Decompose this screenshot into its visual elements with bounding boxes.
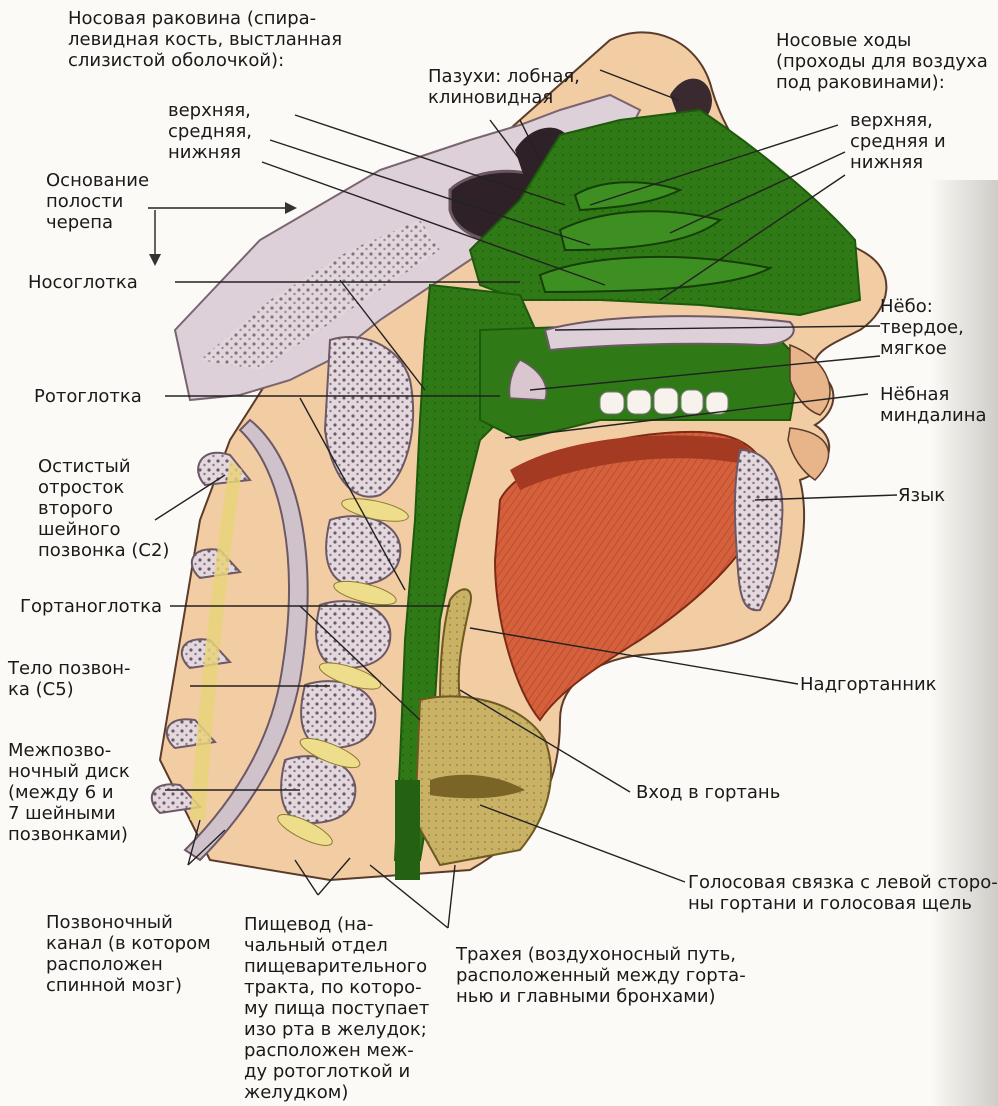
label-oropharynx: Ротоглотка: [34, 386, 142, 407]
label-larynx-entrance: Вход в гортань: [636, 782, 780, 803]
vertebra-c5: [301, 681, 375, 748]
vertebra-c4: [316, 601, 390, 668]
label-laryngopharynx: Гортаноглотка: [20, 596, 162, 617]
label-nasopharynx: Носоглотка: [28, 272, 138, 293]
vertebra-c2: [325, 337, 413, 497]
label-trachea: Трахея (воздухоносный путь,расположенный…: [456, 944, 746, 1007]
label-vertebral-body: Тело позвон-ка (С5): [8, 658, 131, 700]
label-sinuses: Пазухи: лобная,клиновидная: [428, 66, 580, 108]
label-tongue: Язык: [898, 485, 945, 506]
esophagus: [395, 780, 420, 880]
label-nasal-concha: Носовая раковина (спира-левидная кость, …: [68, 8, 342, 71]
label-concha-parts: верхняя,средняя,нижняя: [168, 100, 252, 163]
label-vocal-cord: Голосовая связка с левой сторо-ны гортан…: [688, 872, 998, 914]
label-epiglottis: Надгортанник: [800, 674, 937, 695]
label-palate: Нёбо:твердое,мягкое: [880, 296, 964, 359]
vertebra-c3: [326, 516, 400, 585]
